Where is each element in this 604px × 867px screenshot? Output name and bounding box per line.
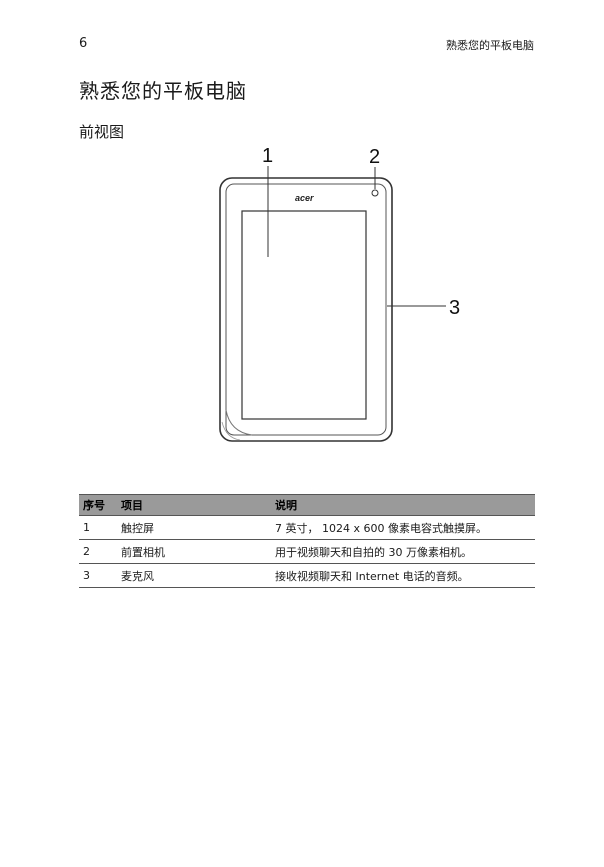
- cell-item: 触控屏: [117, 515, 271, 540]
- cell-item: 前置相机: [117, 539, 271, 564]
- header-number: 序号: [79, 494, 117, 516]
- table-row: 2 前置相机 用于视频聊天和自拍的 30 万像素相机。: [79, 539, 535, 564]
- cell-description: 用于视频聊天和自拍的 30 万像素相机。: [271, 539, 535, 564]
- tablet-corner-detail: [225, 409, 253, 436]
- page-title: 熟悉您的平板电脑: [79, 79, 247, 103]
- cell-number: 1: [79, 515, 117, 540]
- front-camera: [371, 189, 379, 197]
- table-header-row: 序号 项目 说明: [79, 494, 535, 516]
- running-header: 熟悉您的平板电脑: [446, 39, 534, 52]
- tablet-screen: [241, 210, 367, 420]
- section-title: 前视图: [79, 123, 125, 141]
- callout-1: 1: [262, 145, 273, 167]
- page-number: 6: [79, 36, 88, 51]
- cell-description: 7 英寸， 1024 x 600 像素电容式触摸屏。: [271, 515, 535, 540]
- cell-description: 接收视频聊天和 Internet 电话的音频。: [271, 563, 535, 588]
- callout-3: 3: [449, 297, 460, 319]
- tablet-front-view-figure: acer 1 2 3: [200, 140, 480, 450]
- callout-2: 2: [369, 146, 380, 168]
- brand-logo: acer: [295, 193, 314, 203]
- cell-item: 麦克风: [117, 563, 271, 588]
- cell-number: 3: [79, 563, 117, 588]
- cell-number: 2: [79, 539, 117, 564]
- table-row: 3 麦克风 接收视频聊天和 Internet 电话的音频。: [79, 563, 535, 588]
- header-description: 说明: [271, 494, 535, 516]
- header-item: 项目: [117, 494, 271, 516]
- component-table: 序号 项目 说明 1 触控屏 7 英寸， 1024 x 600 像素电容式触摸屏…: [79, 494, 535, 588]
- table-row: 1 触控屏 7 英寸， 1024 x 600 像素电容式触摸屏。: [79, 515, 535, 540]
